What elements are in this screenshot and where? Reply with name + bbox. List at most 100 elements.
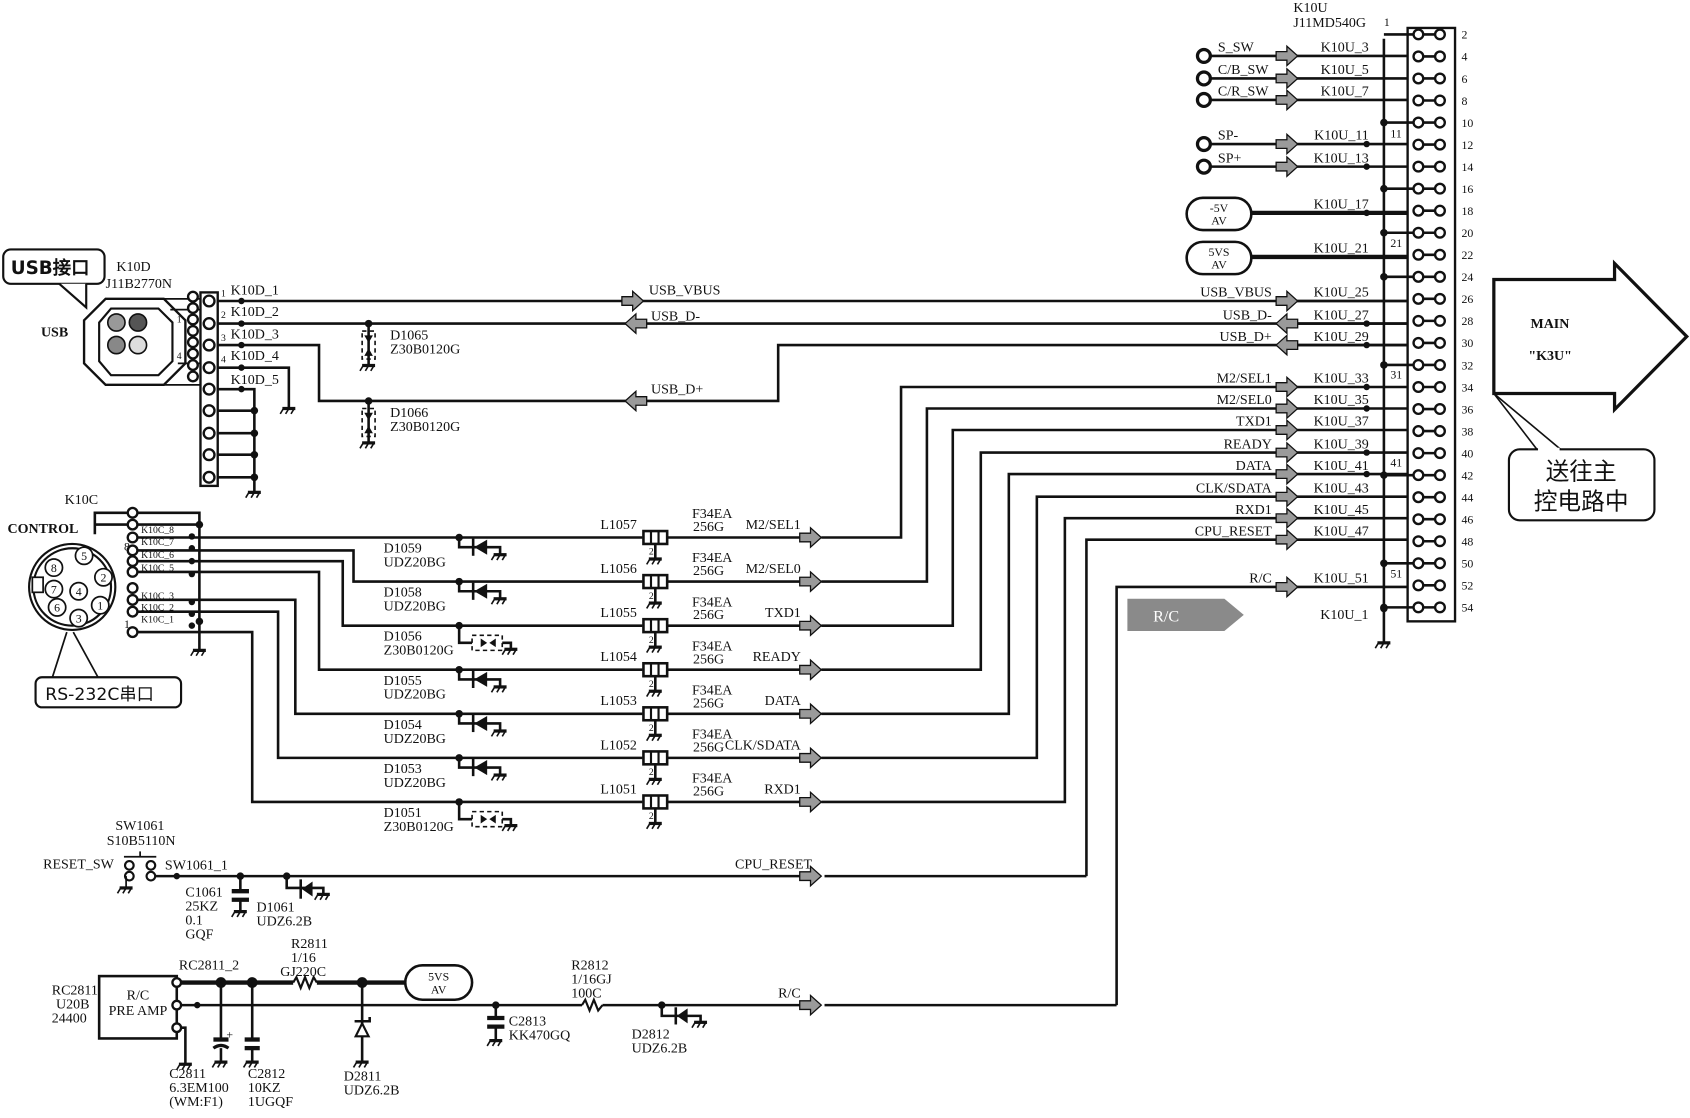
k10u-net-label: K10U_39 [1314,437,1369,452]
header-pin [1433,557,1446,570]
junction-dot [1363,320,1370,327]
header-pin [1433,425,1446,438]
sw1061-part: S10B5110N [107,834,176,849]
header-pin [1433,314,1446,327]
k10c-net-label: K10C_1 [141,614,174,625]
pin-number: 48 [1462,535,1474,549]
rc2811-ref: RC2811 [52,983,98,998]
c1061-value: GQF [185,927,213,942]
usb-section: USB接口 K10D J11B2770N USB 1 4 1 2 3 4 K10… [2,248,1407,500]
c2811-value: 6.3EM100 [169,1081,229,1096]
header-pin [1433,226,1446,239]
wire-to-k10u [821,495,1283,760]
signal-label: RXD1 [1235,503,1272,518]
k10u-net-label: K10U_5 [1321,63,1369,78]
header-pin [1412,447,1425,460]
k10u-net-label: K10U_3 [1321,41,1369,56]
arrow-right-icon [1275,507,1299,529]
k10c-pin [126,555,139,568]
push-switch-icon[interactable] [115,851,157,895]
filter-pin-number: 2 [649,811,654,822]
junction-dot [1363,405,1370,412]
signal-label: READY [753,650,801,665]
diode-ref: D1058 [384,586,422,601]
arrow-right-icon [1275,376,1299,398]
emi-filter-icon: 2 [642,661,669,699]
signal-label: M2/SEL0 [746,562,801,577]
junction-dot [1363,449,1370,456]
din-pin-number: 8 [51,561,57,575]
k10u-net-label: K10U_11 [1314,129,1369,144]
k10u-net-label: K10U_33 [1314,372,1369,387]
rc-tag: R/C [1127,598,1244,632]
filter-value: 256G [693,696,724,711]
k10u-section: K10U J11MD540G 2468101214161820222426283… [1185,1,1474,650]
k10c-pin [126,582,139,595]
k10u-net-label: K10U_37 [1314,415,1369,430]
arrow-right-icon [799,615,822,636]
filter-part: F34EA [692,551,732,566]
header-pin [1412,138,1425,151]
din-pin [69,608,89,628]
k10d-pin-num: 4 [221,354,226,365]
pin-number: 42 [1462,468,1474,482]
junction-dot [1380,361,1388,369]
header-pin [202,361,216,375]
signal-label: R/C [778,987,801,1002]
din-pin [47,597,67,617]
wire-control-signal [137,549,643,583]
wire-to-k10u [821,385,1283,539]
filter-value: 256G [693,740,724,755]
d1061-part: UDZ6.2B [257,915,313,930]
tvs-diode-d1066-icon [358,397,377,450]
d2812-ref: D2812 [632,1027,670,1042]
header-pin [1412,535,1425,548]
header-pin [1412,336,1425,349]
emi-filter-icon: 2 [642,706,669,743]
wire-to-k10u [821,428,1283,627]
filter-ref: L1055 [600,606,637,621]
ground-icon [645,689,664,699]
header-pin [1412,204,1425,217]
c1061-ref: C1061 [185,886,222,901]
filter-ref: L1053 [600,694,637,709]
ground-icon [278,406,297,416]
signal-label: M2/SEL1 [746,518,801,533]
diode-ref: D1055 [384,674,422,689]
k10c-ref: K10C [65,493,98,508]
arrow-right-icon [799,571,822,592]
signal-label: DATA [765,694,801,709]
header-pin [1412,403,1425,416]
net-label: K10D_3 [231,328,279,343]
supply-neg5v-av-icon: -5V AV [1185,196,1253,232]
ground-icon [645,645,664,655]
r2812-value: 100C [571,987,601,1002]
diode-part: UDZ20BG [384,688,446,703]
junction-dot [1380,559,1388,568]
r2812-ref: R2812 [571,959,608,974]
pin-number: 18 [1462,204,1474,218]
pin-number: 46 [1462,513,1474,527]
din-pin-number: 6 [54,601,60,615]
filter-part: F34EA [692,507,732,522]
rc2811-net: RC2811_2 [179,959,239,974]
supply-5vs-av-icon: 5VS AV [403,964,474,1002]
din-pin [44,579,64,599]
header-pin [1433,204,1446,217]
wire-control-signal [137,570,643,672]
pin-number: 1 [1384,15,1390,29]
c2813-ref: C2813 [509,1015,546,1030]
filter-ref: L1052 [600,738,637,753]
svg-text:-5V: -5V [1210,201,1229,215]
wire-to-k10u [821,516,1283,804]
header-pin [1433,248,1446,261]
arrow-right-icon [1275,463,1299,485]
k10u-net-label: K10U_35 [1314,393,1369,408]
k10d-pin-num: 2 [221,310,226,321]
resistor-r2812-icon [581,996,604,1014]
k10u-net-label: K10U_7 [1321,85,1369,100]
r2811-value: GJ220C [280,965,326,980]
header-pin [1412,72,1425,85]
wire-usb-dplus [217,343,1407,403]
